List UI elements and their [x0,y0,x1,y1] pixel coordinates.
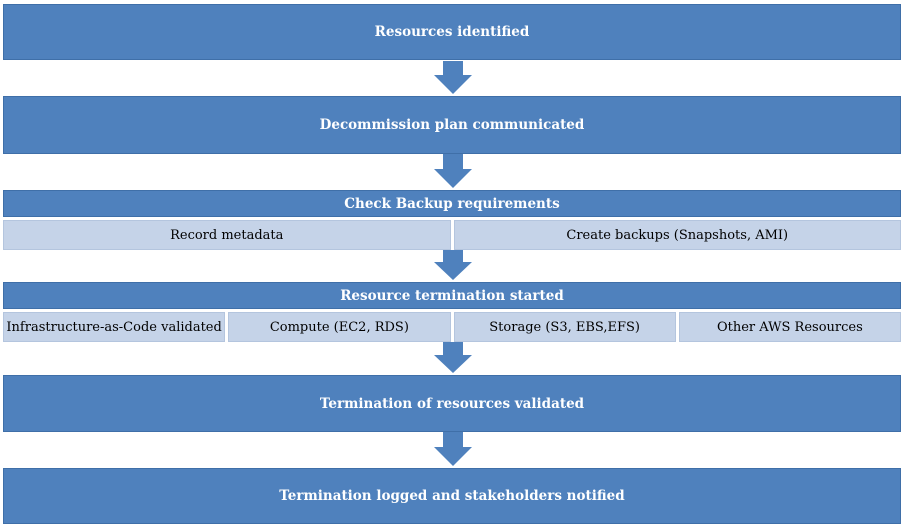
step-decommission-plan: Decommission plan communicated [3,96,901,154]
step-label: Decommission plan communicated [319,117,585,133]
substep-iac-validated: Infrastructure-as-Code validated [3,312,226,342]
substep-create-backups: Create backups (Snapshots, AMI) [453,220,901,250]
step-check-backup-header: Check Backup requirements [3,190,901,217]
down-arrow-icon [434,432,472,466]
step-label: Termination logged and stakeholders noti… [279,488,625,504]
step-label: Resource termination started [340,287,564,304]
step-termination-started-header: Resource termination started [3,282,901,309]
down-arrow-icon [434,250,472,280]
backup-substeps: Record metadata Create backups (Snapshot… [3,220,901,250]
substep-other-resources: Other AWS Resources [678,312,901,342]
step-label: Termination of resources validated [319,395,585,412]
substep-record-metadata: Record metadata [3,220,451,250]
step-label: Check Backup requirements [344,195,560,212]
step-termination-validated: Termination of resources validated [3,375,901,432]
substep-compute: Compute (EC2, RDS) [228,312,451,342]
step-label: Resources identified [374,24,530,40]
down-arrow-icon [434,61,472,94]
down-arrow-icon [434,154,472,188]
termination-substeps: Infrastructure-as-Code validated Compute… [3,312,901,342]
step-termination-logged: Termination logged and stakeholders noti… [3,468,901,524]
step-resources-identified: Resources identified [3,4,901,60]
substep-storage: Storage (S3, EBS,EFS) [453,312,676,342]
down-arrow-icon [434,342,472,373]
